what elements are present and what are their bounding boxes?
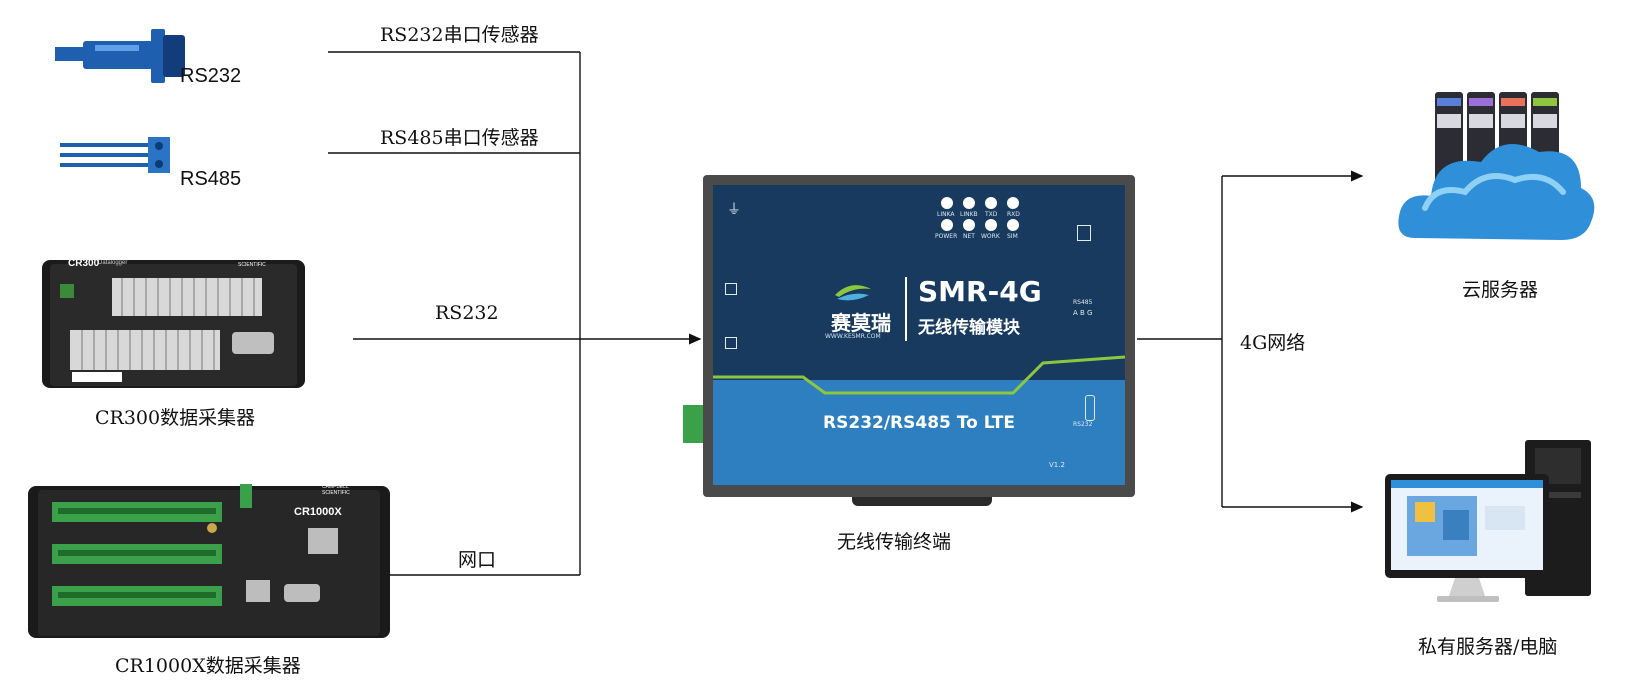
led-sim (1007, 219, 1019, 231)
smr-4g-device: LINKA LINKB TXD RXD POWER NET WORK SIM ⏚… (703, 175, 1135, 497)
pc-server-icon (1385, 440, 1591, 602)
led-txd (985, 197, 997, 209)
antenna-icon: ⏚ (727, 202, 741, 218)
device-model: SMR-4G (918, 275, 1042, 308)
label-cr300: CR300数据采集器 (95, 407, 256, 429)
led-work (985, 219, 997, 231)
led-label-linkb: LINKB (960, 211, 978, 218)
brand-divider (905, 277, 907, 341)
device-lower-panel (713, 380, 1125, 485)
cr300-model-text: CR300 (68, 258, 100, 269)
device-accent-stripe (713, 355, 1125, 395)
label-rs232: RS232 (435, 302, 499, 324)
rs485-device-label: RS485 (180, 168, 242, 190)
device-model-subtitle: 无线传输模块 (918, 318, 1020, 338)
rs232-connector-icon (55, 29, 185, 83)
label-rs485-sensor: RS485串口传感器 (380, 127, 539, 149)
lan-port-icon (725, 283, 737, 295)
led-label-linka: LINKA (937, 211, 955, 218)
led-label-txd: TXD (985, 211, 998, 218)
device-face: LINKA LINKB TXD RXD POWER NET WORK SIM ⏚… (713, 185, 1125, 485)
device-version: V1.2 (1049, 461, 1065, 469)
led-net (963, 219, 975, 231)
cr300-subtitle: Datalogger (98, 260, 128, 266)
cr300-datalogger: CR300 Datalogger CAMPBELL SCIENTIFIC (42, 250, 305, 398)
device-brand-url: WWW.KESMR.COM (825, 333, 881, 340)
led-label-sim: SIM (1007, 233, 1018, 240)
led-label-rxd: RXD (1007, 211, 1020, 218)
led-label-power: POWER (935, 233, 958, 240)
label-cr1000x: CR1000X数据采集器 (115, 655, 301, 677)
label-terminal: 无线传输终端 (837, 531, 952, 553)
device-bottom-text: RS232/RS485 To LTE (823, 413, 1015, 433)
device-brand-cn: 赛莫瑞 (831, 311, 891, 335)
brand-leaf-icon (835, 285, 871, 301)
rs485-port-label: RS485 (1073, 299, 1093, 306)
label-4g-network: 4G网络 (1240, 332, 1306, 354)
sim-slot-icon (1077, 225, 1091, 241)
label-rs232-sensor: RS232串口传感器 (380, 24, 539, 46)
cr1000x-brand: CAMPBELL SCIENTIFIC (322, 484, 350, 496)
rs485-pin-labels: A B G (1073, 309, 1093, 317)
cr1000x-datalogger: CR1000X CAMPBELL SCIENTIFIC (28, 478, 390, 646)
led-linkb (963, 197, 975, 209)
led-label-work: WORK (981, 233, 1000, 240)
led-power (941, 219, 953, 231)
label-ethernet: 网口 (458, 549, 497, 571)
led-linka (941, 197, 953, 209)
rs232-device-label: RS232 (180, 65, 242, 87)
label-private-server: 私有服务器/电脑 (1418, 636, 1558, 658)
label-cloud: 云服务器 (1462, 279, 1539, 301)
rs485-terminal-icon (60, 137, 170, 173)
rs232-port-icon (1085, 395, 1095, 421)
led-label-net: NET (963, 233, 975, 240)
wan-port-icon (725, 337, 737, 349)
power-terminal-block (683, 405, 705, 443)
rs232-port-label: RS232 (1073, 421, 1093, 428)
led-rxd (1007, 197, 1019, 209)
cloud-server-icon (1398, 92, 1595, 240)
cr1000x-model-text: CR1000X (294, 506, 342, 518)
cr300-brand: CAMPBELL SCIENTIFIC (238, 256, 266, 268)
